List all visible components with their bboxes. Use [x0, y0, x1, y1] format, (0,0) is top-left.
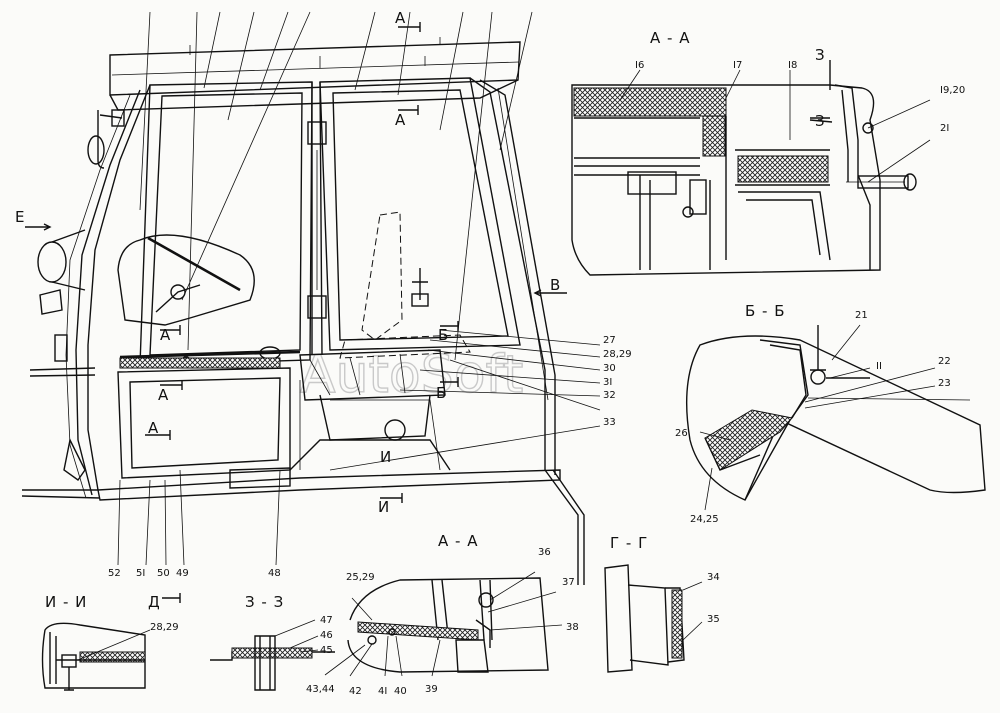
section-bb-title: Б - Б: [745, 302, 786, 320]
callout-17: I7: [733, 60, 742, 71]
callout-43-44: 43,44: [306, 684, 335, 695]
callout-36: 36: [538, 547, 551, 558]
view-mark-a1-top: А: [395, 9, 406, 27]
callout-38: 38: [566, 622, 579, 633]
main-cab-view: [21, 11, 601, 585]
callout-23: 23: [938, 378, 951, 389]
view-mark-d: Д: [148, 593, 161, 611]
callout-28-29b: 28,29: [150, 622, 179, 633]
callout-33: 33: [603, 417, 616, 428]
callout-50: 50: [157, 568, 170, 579]
callout-32: 32: [603, 390, 616, 401]
section-bb: [686, 324, 986, 511]
section-aa-top-title: А - А: [650, 29, 690, 47]
callout-37: 37: [562, 577, 575, 588]
section-aa-bottom: [324, 571, 563, 677]
callout-II: II: [876, 361, 882, 372]
view-mark-a1-mid: А: [395, 111, 406, 129]
callout-22: 22: [938, 356, 951, 367]
view-mark-i-bottom: И: [378, 498, 390, 516]
callout-34: 34: [707, 572, 720, 583]
callout-19-20: I9,20: [940, 85, 965, 96]
view-mark-v: В: [550, 276, 561, 294]
callout-45: 45: [320, 645, 333, 656]
view-mark-b-bottom: Б: [436, 384, 447, 402]
view-mark-a1-left: А: [158, 386, 169, 404]
callout-16: I6: [635, 60, 644, 71]
callout-41: 4I: [378, 686, 387, 697]
view-mark-e: Е: [15, 208, 25, 226]
view-mark-a-left: А: [160, 326, 171, 344]
callout-30: 30: [603, 363, 616, 374]
callout-21b: 21: [855, 310, 868, 321]
callout-25-29: 25,29: [346, 572, 375, 583]
callout-18: I8: [788, 60, 797, 71]
section-ii: [41, 622, 151, 691]
callout-48: 48: [268, 568, 281, 579]
callout-31: 3I: [603, 377, 612, 388]
callout-24-25: 24,25: [690, 514, 719, 525]
view-mark-z-lower: З: [815, 112, 826, 130]
callout-35: 35: [707, 614, 720, 625]
callout-49: 49: [176, 568, 189, 579]
view-mark-i-mid: И: [380, 448, 392, 466]
section-gg-title: Г - Г: [610, 534, 648, 552]
callout-51: 5I: [136, 568, 145, 579]
callout-52: 52: [108, 568, 121, 579]
callout-27: 27: [603, 335, 616, 346]
callout-47: 47: [320, 615, 333, 626]
callout-42: 42: [349, 686, 362, 697]
callout-39: 39: [425, 684, 438, 695]
callout-28-29: 28,29: [603, 349, 632, 360]
section-aa-bottom-title: А - А: [438, 532, 478, 550]
callout-21a: 2I: [940, 123, 949, 134]
section-aa-top: [571, 60, 931, 276]
view-mark-z-upper: З: [815, 46, 826, 64]
section-ii-title: И - И: [45, 593, 87, 611]
section-zz: [210, 619, 335, 691]
section-zz-title: З - З: [245, 593, 284, 611]
view-mark-a-low: А: [148, 419, 159, 437]
section-gg: [604, 564, 703, 673]
view-mark-b-top: Б: [438, 326, 449, 344]
callout-26: 26: [675, 428, 688, 439]
callout-40: 40: [394, 686, 407, 697]
callout-46: 46: [320, 630, 333, 641]
